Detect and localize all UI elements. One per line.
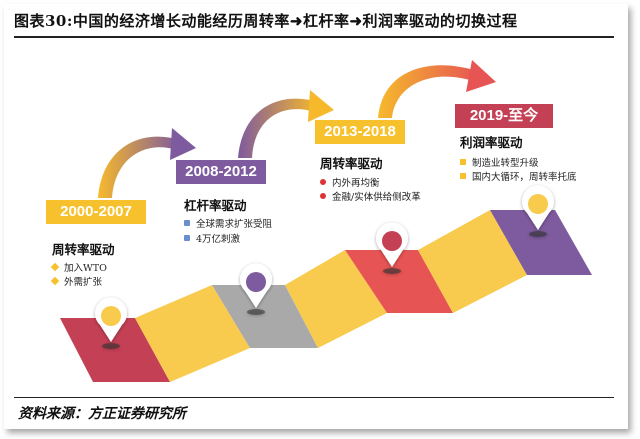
transition-arrow-2: [238, 90, 334, 158]
footer-rule: [14, 397, 614, 398]
stage-2-bullet-2: 4万亿刺激: [184, 231, 240, 245]
transition-arrow-3: [378, 60, 496, 118]
star-icon: [184, 220, 190, 226]
stage-3-driver: 周转率驱动: [320, 156, 383, 171]
band-segment-6: [418, 210, 527, 313]
band-segment-4: [285, 250, 387, 348]
stage-3-bullet-2: 金融/实体供给侧改革: [320, 189, 421, 203]
period-label-2008-2012: 2008-2012: [176, 160, 266, 184]
band-segment-3: [212, 285, 318, 348]
band-segment-7: [490, 210, 592, 275]
stage-4-bullet-1: 制造业转型升级: [460, 155, 539, 169]
star-icon: [320, 179, 326, 185]
bullet-icon: [50, 276, 60, 286]
period-label-2013-2018: 2013-2018: [315, 120, 405, 144]
stage-4-driver: 利润率驱动: [460, 135, 523, 150]
bullet-icon: [460, 173, 466, 179]
pin-stage-3: [375, 222, 409, 274]
pin-stage-4: [522, 185, 554, 237]
pin-stage-1: [95, 297, 127, 349]
title-rule: [14, 36, 614, 38]
band-segment-1: [60, 318, 170, 382]
stage-2-driver: 杠杆率驱动: [184, 198, 247, 213]
band-segment-5: [345, 250, 453, 313]
stage-1-driver: 周转率驱动: [52, 242, 115, 257]
stage-1-bullet-1: 加入WTO: [50, 260, 107, 274]
star-icon: [320, 193, 326, 199]
stage-1-bullet-2: 外需扩张: [50, 274, 102, 288]
period-label-2019-present: 2019-至今: [455, 104, 553, 128]
transition-arrow-1: [98, 128, 196, 198]
band-segment-2: [135, 285, 250, 382]
star-icon: [184, 235, 190, 241]
period-label-2000-2007: 2000-2007: [46, 200, 146, 224]
bullet-icon: [50, 262, 60, 272]
figure-title: 图表30:中国的经济增长动能经历周转率➜杠杆率➜利润率驱动的切换过程: [14, 12, 518, 30]
pin-stage-2: [240, 263, 272, 315]
source-note: 资料来源：方正证券研究所: [18, 406, 186, 422]
stage-4-bullet-2: 国内大循环，周转率托底: [460, 169, 577, 183]
bullet-icon: [460, 159, 466, 165]
stage-2-bullet-1: 全球需求扩张受阻: [184, 216, 272, 230]
stage-3-bullet-1: 内外再均衡: [320, 175, 380, 189]
